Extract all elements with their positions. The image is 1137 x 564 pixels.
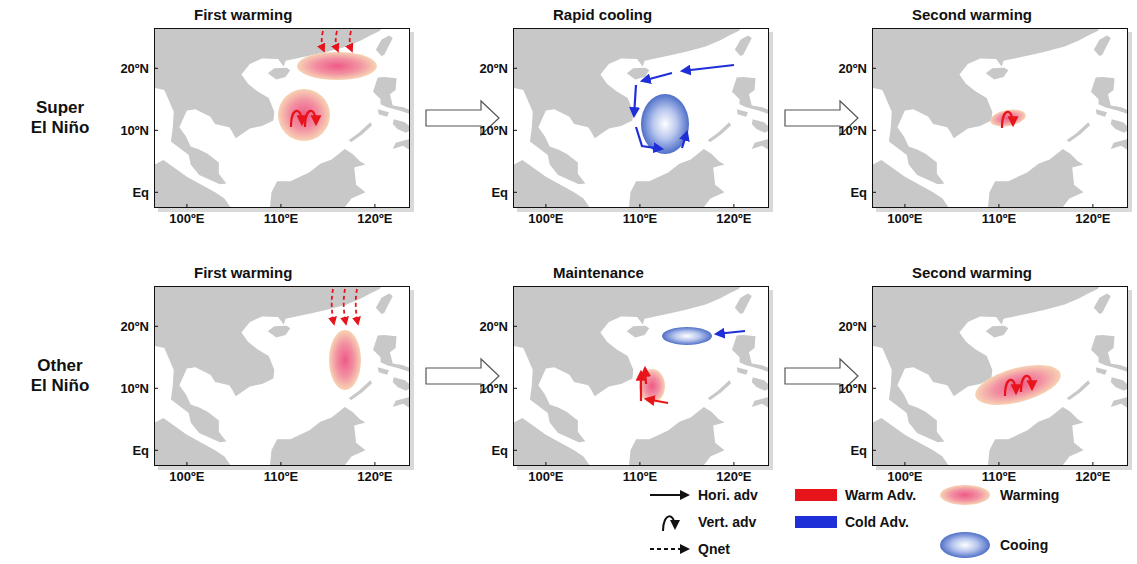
row-label: Other El Niño xyxy=(27,356,93,396)
panel-title: Maintenance xyxy=(513,264,769,282)
longitude-tick: 110ºE xyxy=(982,211,1016,226)
latitude-tick: 10ºN xyxy=(838,123,867,138)
panel-title: Rapid cooling xyxy=(513,6,769,24)
latitude-tick: 20ºN xyxy=(479,61,508,76)
legend-swatch xyxy=(795,489,837,501)
map-panel: First warming xyxy=(154,264,410,466)
latitude-tick: 10ºN xyxy=(479,381,508,396)
map-panel: Maintenance xyxy=(513,264,769,466)
legend-label: Cooing xyxy=(1000,537,1048,553)
row-label: Super El Niño xyxy=(27,98,93,138)
map-panel: First warming xyxy=(154,6,410,208)
latitude-tick: Eq xyxy=(491,443,508,458)
latitude-tick: 20ºN xyxy=(120,61,149,76)
map-panel: Second warming xyxy=(872,6,1128,208)
longitude-tick: 110ºE xyxy=(264,211,298,226)
latitude-tick: 20ºN xyxy=(838,61,867,76)
longitude-tick: 100ºE xyxy=(528,211,563,226)
latitude-tick: 10ºN xyxy=(838,381,867,396)
longitude-tick: 110ºE xyxy=(982,469,1016,484)
longitude-tick: 100ºE xyxy=(887,211,922,226)
latitude-tick: 10ºN xyxy=(120,123,149,138)
legend-label: Vert. adv xyxy=(698,514,756,530)
longitude-tick: 120ºE xyxy=(716,469,751,484)
panel-title: Second warming xyxy=(872,264,1128,282)
latitude-tick: 10ºN xyxy=(120,381,149,396)
panel-title: First warming xyxy=(154,264,410,282)
longitude-tick: 120ºE xyxy=(357,211,392,226)
map-panel: Second warming xyxy=(872,264,1128,466)
longitude-tick: 120ºE xyxy=(1075,469,1110,484)
latitude-tick: Eq xyxy=(491,185,508,200)
latitude-tick: 20ºN xyxy=(479,319,508,334)
legend-swatch xyxy=(795,516,837,528)
longitude-tick: 110ºE xyxy=(264,469,298,484)
longitude-tick: 100ºE xyxy=(887,469,922,484)
latitude-tick: 20ºN xyxy=(120,319,149,334)
longitude-tick: 100ºE xyxy=(528,469,563,484)
legend-label: Cold Adv. xyxy=(845,514,909,530)
latitude-tick: 10ºN xyxy=(479,123,508,138)
longitude-tick: 110ºE xyxy=(623,211,657,226)
latitude-tick: Eq xyxy=(850,185,867,200)
longitude-tick: 120ºE xyxy=(1075,211,1110,226)
legend-label: Hori. adv xyxy=(698,487,758,503)
longitude-tick: 120ºE xyxy=(716,211,751,226)
legend-label: Warming xyxy=(1000,487,1059,503)
legend-label: Warm Adv. xyxy=(845,487,916,503)
longitude-tick: 120ºE xyxy=(357,469,392,484)
longitude-tick: 110ºE xyxy=(623,469,657,484)
longitude-tick: 100ºE xyxy=(169,469,204,484)
latitude-tick: Eq xyxy=(850,443,867,458)
longitude-tick: 100ºE xyxy=(169,211,204,226)
latitude-tick: Eq xyxy=(132,185,149,200)
latitude-tick: 20ºN xyxy=(838,319,867,334)
latitude-tick: Eq xyxy=(132,443,149,458)
panel-title: Second warming xyxy=(872,6,1128,24)
panel-title: First warming xyxy=(154,6,410,24)
legend-label: Qnet xyxy=(698,541,730,557)
map-panel: Rapid cooling xyxy=(513,6,769,208)
